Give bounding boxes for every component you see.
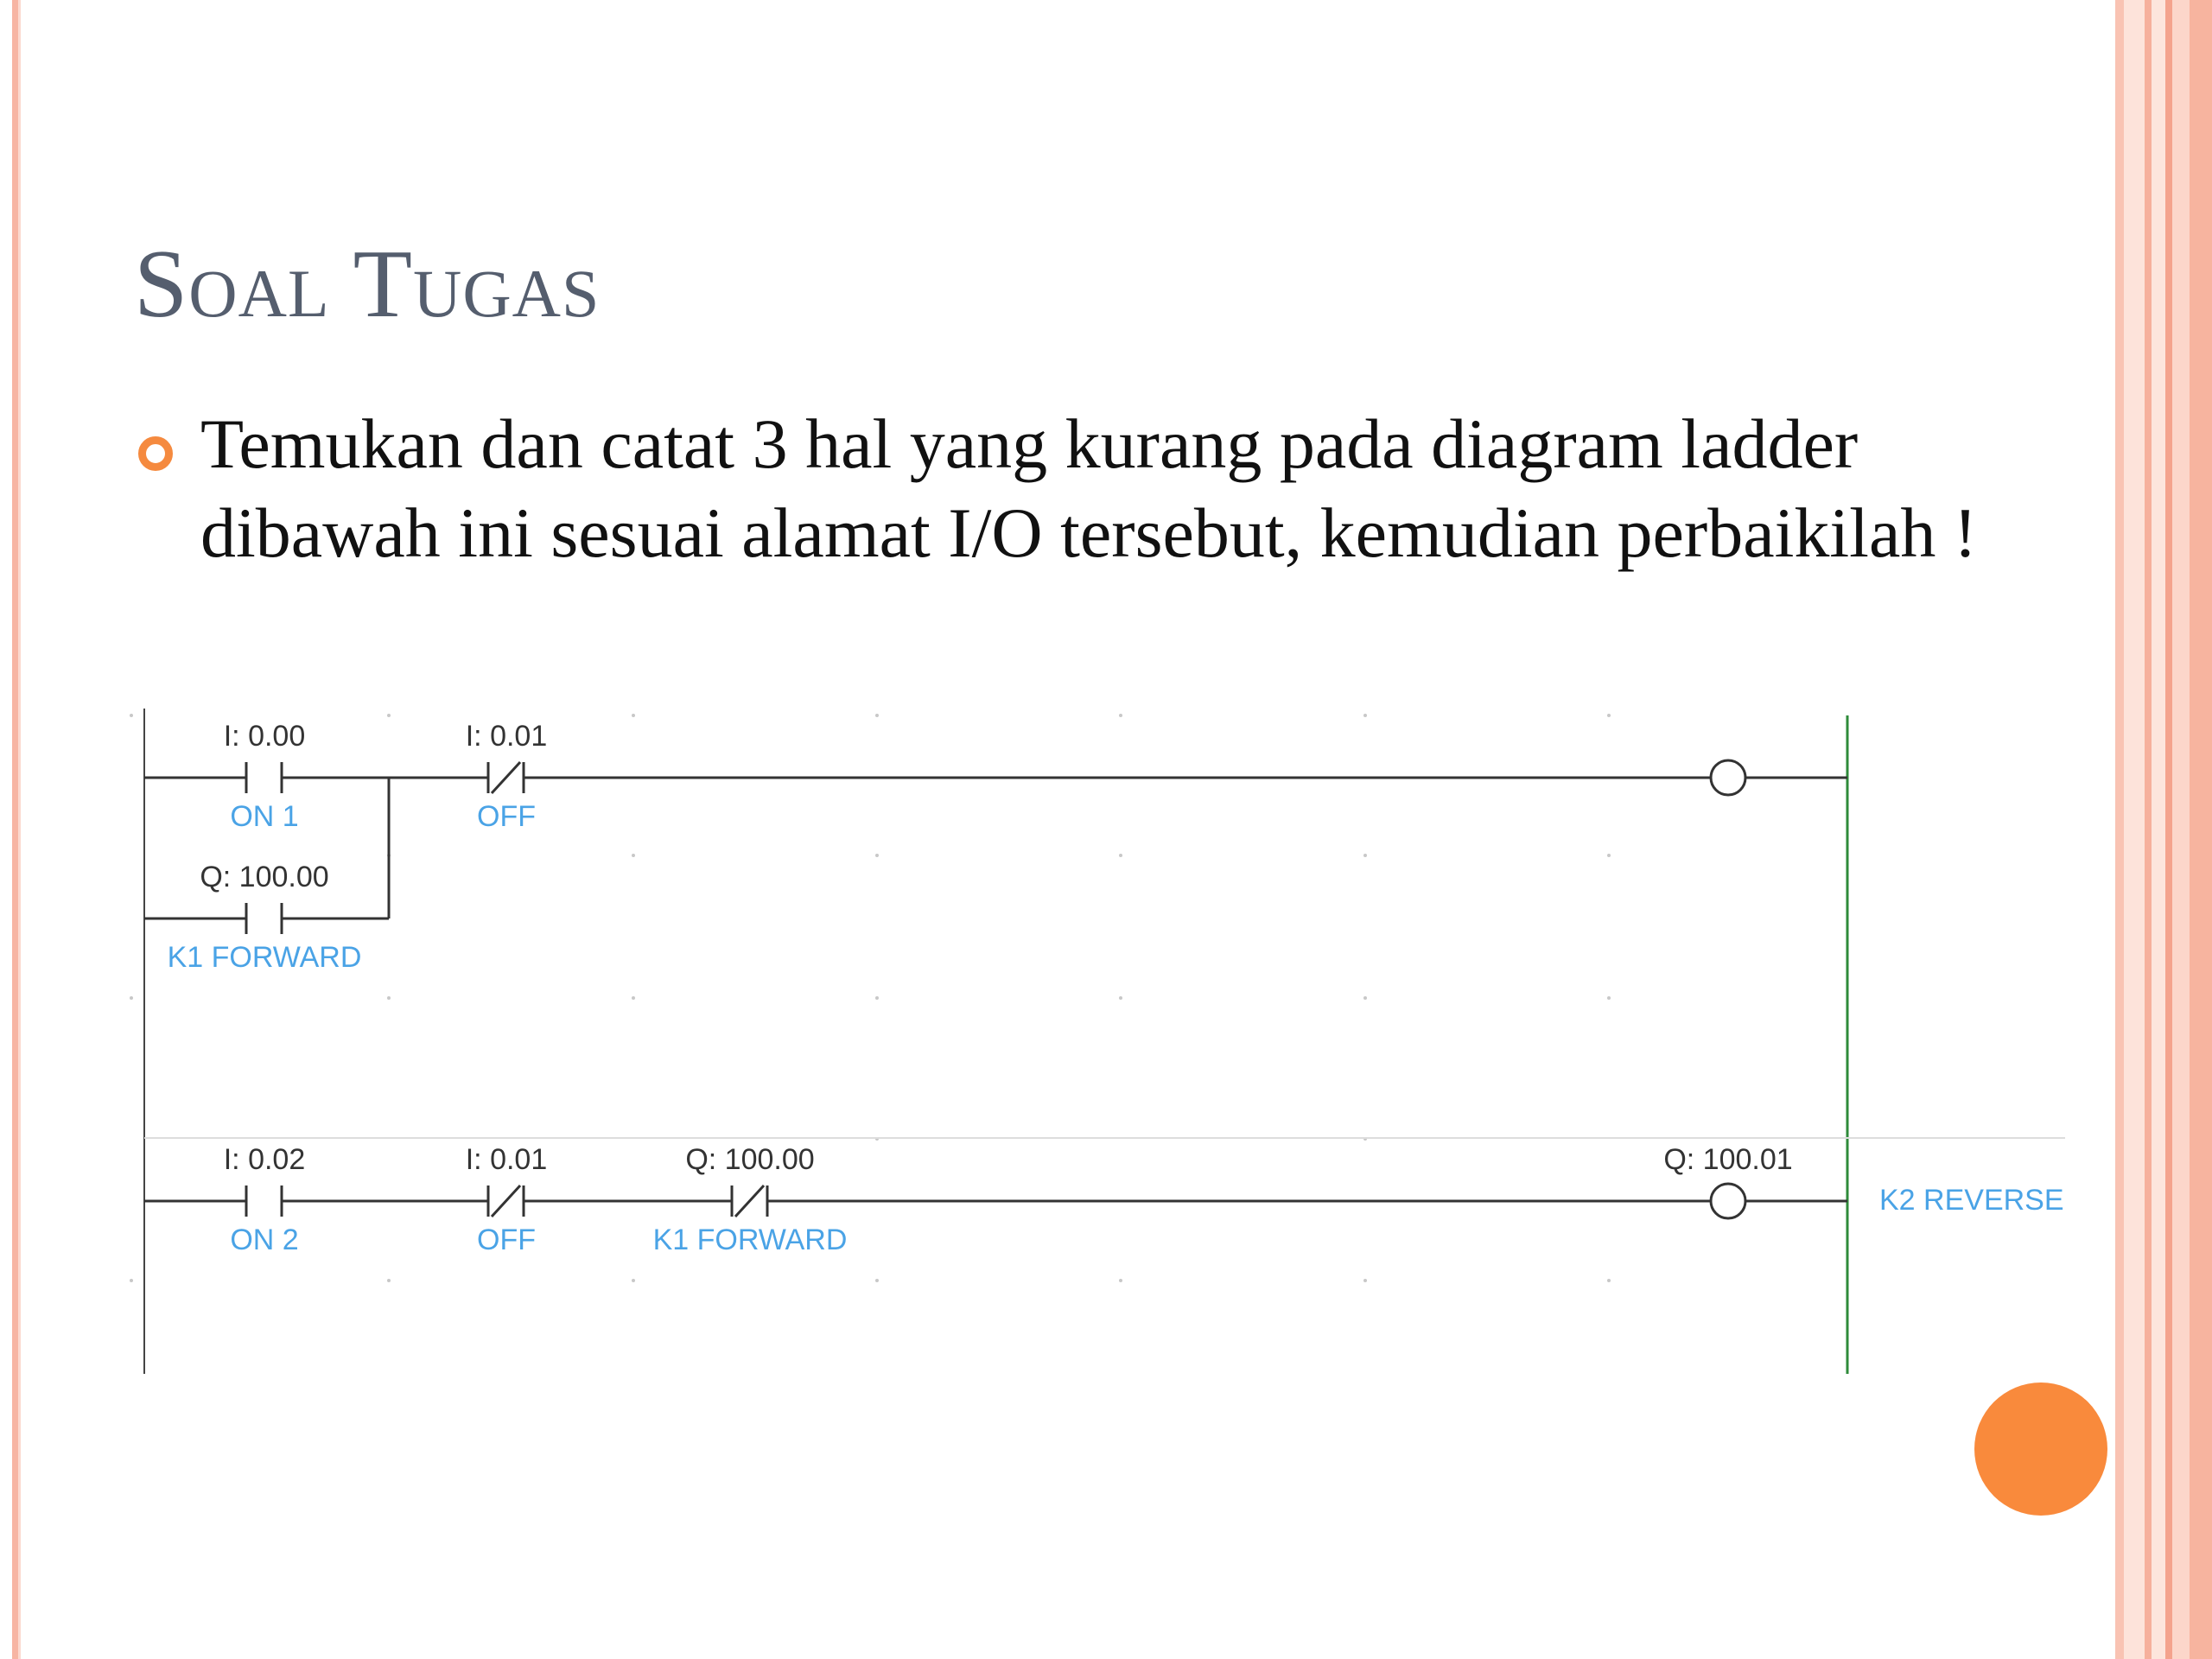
- slide-title: Soal Tugas: [134, 231, 601, 338]
- rung-1: [144, 759, 1847, 934]
- ladder-diagram: I: 0.00 ON 1 I: 0.01 OFF Q: 100.00 K1 FO…: [130, 709, 2065, 1374]
- rung2-interlock-address: Q: 100.00: [685, 1143, 814, 1176]
- rung1-latch-address: Q: 100.00: [200, 861, 328, 893]
- rung2-on-name: ON 2: [230, 1224, 298, 1256]
- decorative-circle: [1974, 1382, 2107, 1516]
- rung2-off-name: OFF: [477, 1224, 536, 1256]
- rung1-on-address: I: 0.00: [224, 720, 306, 753]
- rung2-coil-name: K2 REVERSE: [1879, 1184, 2064, 1217]
- rung-2: [144, 1182, 1847, 1220]
- grid-dots: [130, 714, 1611, 1282]
- right-border: [2115, 0, 2212, 1659]
- rung2-coil-address: Q: 100.01: [1663, 1143, 1792, 1176]
- rung2-off-address: I: 0.01: [466, 1143, 548, 1176]
- rung2-interlock-name: K1 FORWARD: [653, 1224, 848, 1256]
- rung2-on-address: I: 0.02: [224, 1143, 306, 1176]
- circle-bullet-icon: [138, 436, 173, 471]
- rung1-off-name: OFF: [477, 800, 536, 833]
- left-border: [12, 0, 18, 1659]
- rung1-on-name: ON 1: [230, 800, 298, 833]
- left-border-inner: [18, 0, 21, 1659]
- rung1-off-address: I: 0.01: [466, 720, 548, 753]
- rung1-latch-name: K1 FORWARD: [168, 941, 362, 974]
- bullet-text: Temukan dan catat 3 hal yang kurang pada…: [200, 404, 1978, 572]
